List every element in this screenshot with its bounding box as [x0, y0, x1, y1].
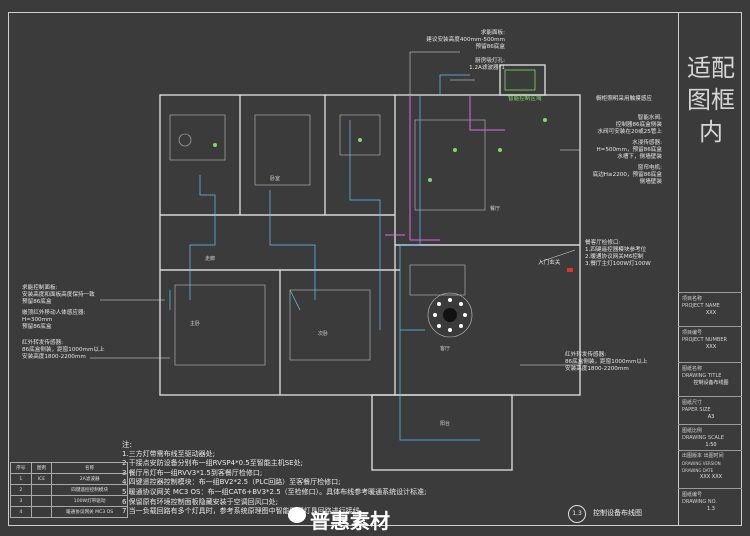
room-label: 走廊: [205, 256, 216, 262]
furniture: [169, 114, 486, 366]
left-ir-note: 红外转发传感器: 86底盒侧装，距窗1000mm以上 安装高度1800-2200…: [22, 340, 105, 360]
note-item: 5.暖通协议网关 MC3 OS：布一组CAT6+BV3*2.5（至检修口）。具体…: [122, 487, 427, 496]
note-item: 7.当一负载回路有多个灯具时，参考系统原理图中智能照明灯具回路进行接线。: [122, 507, 367, 516]
top-panel-note: 求能面板: 建议安装高度400mm-500mm 预留86底盒: [426, 30, 505, 50]
tb-divider: [678, 326, 742, 327]
tb-divider: [678, 362, 742, 363]
note-item: 1.三方灯带需布线至驱动器处;: [122, 449, 216, 458]
wiring-blue: [169, 74, 480, 441]
title-block: 适配图框内: [678, 12, 742, 526]
water-valve-note: 智能水阀: 控制器86底盒侧装 水阀可安装在20或25管上: [597, 115, 662, 135]
wechat-icon: [288, 507, 306, 523]
tb-divider: [678, 292, 742, 293]
chandelier: [433, 298, 467, 332]
drawing-frame: [8, 12, 742, 526]
cabinet-light-note: 橱柜照明采用触摸感应: [596, 96, 652, 102]
title-block-watermark: 适配图框内: [687, 54, 735, 146]
room-label: 客厅: [440, 346, 451, 352]
room-label: 阳台: [440, 421, 451, 427]
left-panel-note: 求能控制面板: 安装高度和面板高度保持一致 预留86底盒: [22, 285, 95, 305]
note-item: 3.餐厅吊灯布一组RVV3*1.5到客餐厅检修口;: [122, 468, 263, 477]
watermark-text: 普惠素材: [310, 509, 390, 533]
sheet-title: 控制设备布线图: [593, 509, 642, 517]
human-sensor-note: 嵌顶红外移动人体感应器: H=300mm 预留86底盒: [22, 310, 86, 330]
kitchen-light-note: 厨房吸灯孔: 1.2A滤波器*1: [469, 58, 505, 71]
notes: 注: 1.三方灯带需布线至驱动器处; 2.干接点安防设备分别布一组RVSP4*0…: [122, 440, 552, 517]
tb-divider: [678, 488, 742, 489]
right-ir-note: 红外转发传感器: 86底盒侧装，距窗1000mm以上 安装高度1800-2200…: [565, 352, 648, 372]
wiring-magenta: [385, 95, 505, 241]
room-label: 次卧: [318, 331, 329, 337]
tb-divider: [678, 396, 742, 397]
note-item: 4.四键遥控器控制模块：布一组BV2*2.5（PLC回路）至客餐厅检修口;: [122, 478, 341, 487]
note-item: 2.干接点安防设备分别布一组RVSP4*0.5至智能主机SE处;: [122, 459, 303, 468]
smart-zone-label: 智能控制区域: [508, 96, 542, 102]
water-leak-note: 水浸传感器: H=500mm，预留86底盒 水槽下，侧墙壁装: [596, 140, 662, 160]
notes-title: 注:: [122, 440, 133, 449]
legend-header: 序号 图例 名称: [10, 462, 128, 474]
curtain-motor-note: 窗帘电机: 底边H≥2200，预留86底盒 侧墙壁装: [592, 165, 662, 185]
note-item: 6.保留原有环境控制面板隐藏安装于空调回风口处;: [122, 497, 279, 506]
leaders: [90, 51, 580, 366]
room-label: 卧室: [270, 176, 281, 182]
room-label: 主卧: [190, 321, 201, 327]
room-label: 餐厅: [490, 206, 501, 212]
sheet-number: 1.3: [568, 505, 586, 523]
restaurant-lamp-note: 餐客厅检修口: 1.四键遥控器模块参考位 2.暖通协议网关M6控制 3.餐厅主灯…: [585, 240, 651, 267]
tb-divider: [678, 450, 742, 451]
red-device: [567, 268, 573, 272]
tb-divider: [678, 424, 742, 425]
green-devices: [213, 69, 547, 182]
entry-label: 入门玄关: [538, 260, 561, 266]
walls: [159, 64, 581, 471]
